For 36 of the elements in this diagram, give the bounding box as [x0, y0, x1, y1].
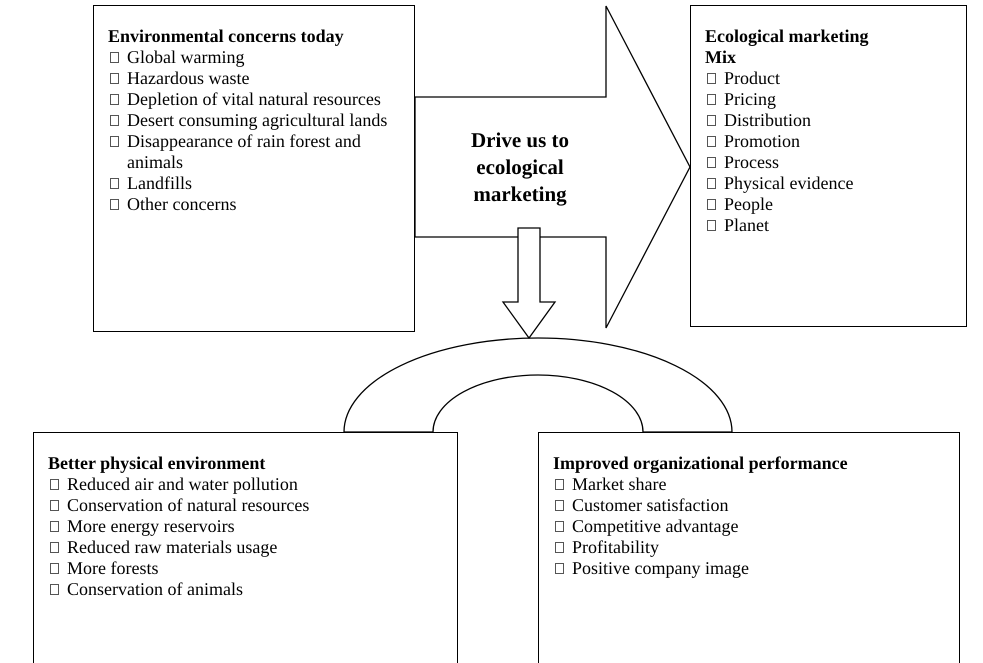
list-item: Conservation of natural resources [67, 495, 310, 516]
box-heading: Ecological marketing Mix [705, 26, 870, 68]
block-arrow [414, 5, 691, 329]
list-item: Competitive advantage [572, 516, 738, 537]
list-item: Desert consuming agricultural lands [127, 110, 388, 131]
edge-label: Drive us to ecological marketing [470, 127, 570, 208]
list-item: Distribution [724, 110, 812, 131]
list-item: Market share [572, 474, 666, 495]
list-item: Physical evidence [724, 173, 854, 194]
list-item: Process [724, 152, 779, 173]
list-item: Positive company image [572, 558, 749, 579]
list-item: Hazardous waste [127, 68, 250, 89]
block-arrow [502, 227, 556, 340]
list-item: More energy reservoirs [67, 516, 235, 537]
list-item: Planet [724, 215, 769, 236]
list-item: Customer satisfaction [572, 495, 728, 516]
text-box [93, 5, 415, 332]
box-heading: Improved organizational performance [553, 453, 849, 474]
list-item: Reduced air and water pollution [67, 474, 298, 495]
list-item: People [724, 194, 773, 215]
list-item: More forests [67, 558, 158, 579]
list-item: Global warming [127, 47, 244, 68]
text-box [33, 432, 458, 663]
list-item: Depletion of vital natural resources [127, 89, 381, 110]
list-item: Product [724, 68, 780, 89]
list-item: Reduced raw materials usage [67, 537, 278, 558]
box-heading: Better physical environment [48, 453, 266, 474]
text-box [690, 5, 967, 327]
box-heading: Environmental concerns today [108, 26, 345, 47]
list-item: Disappearance of rain forest and animals [127, 131, 362, 173]
list-item: Conservation of animals [67, 579, 243, 600]
list-item: Other concerns [127, 194, 236, 215]
list-item: Pricing [724, 89, 776, 110]
list-item: Landfills [127, 173, 192, 194]
list-item: Promotion [724, 131, 800, 152]
list-item: Profitability [572, 537, 659, 558]
